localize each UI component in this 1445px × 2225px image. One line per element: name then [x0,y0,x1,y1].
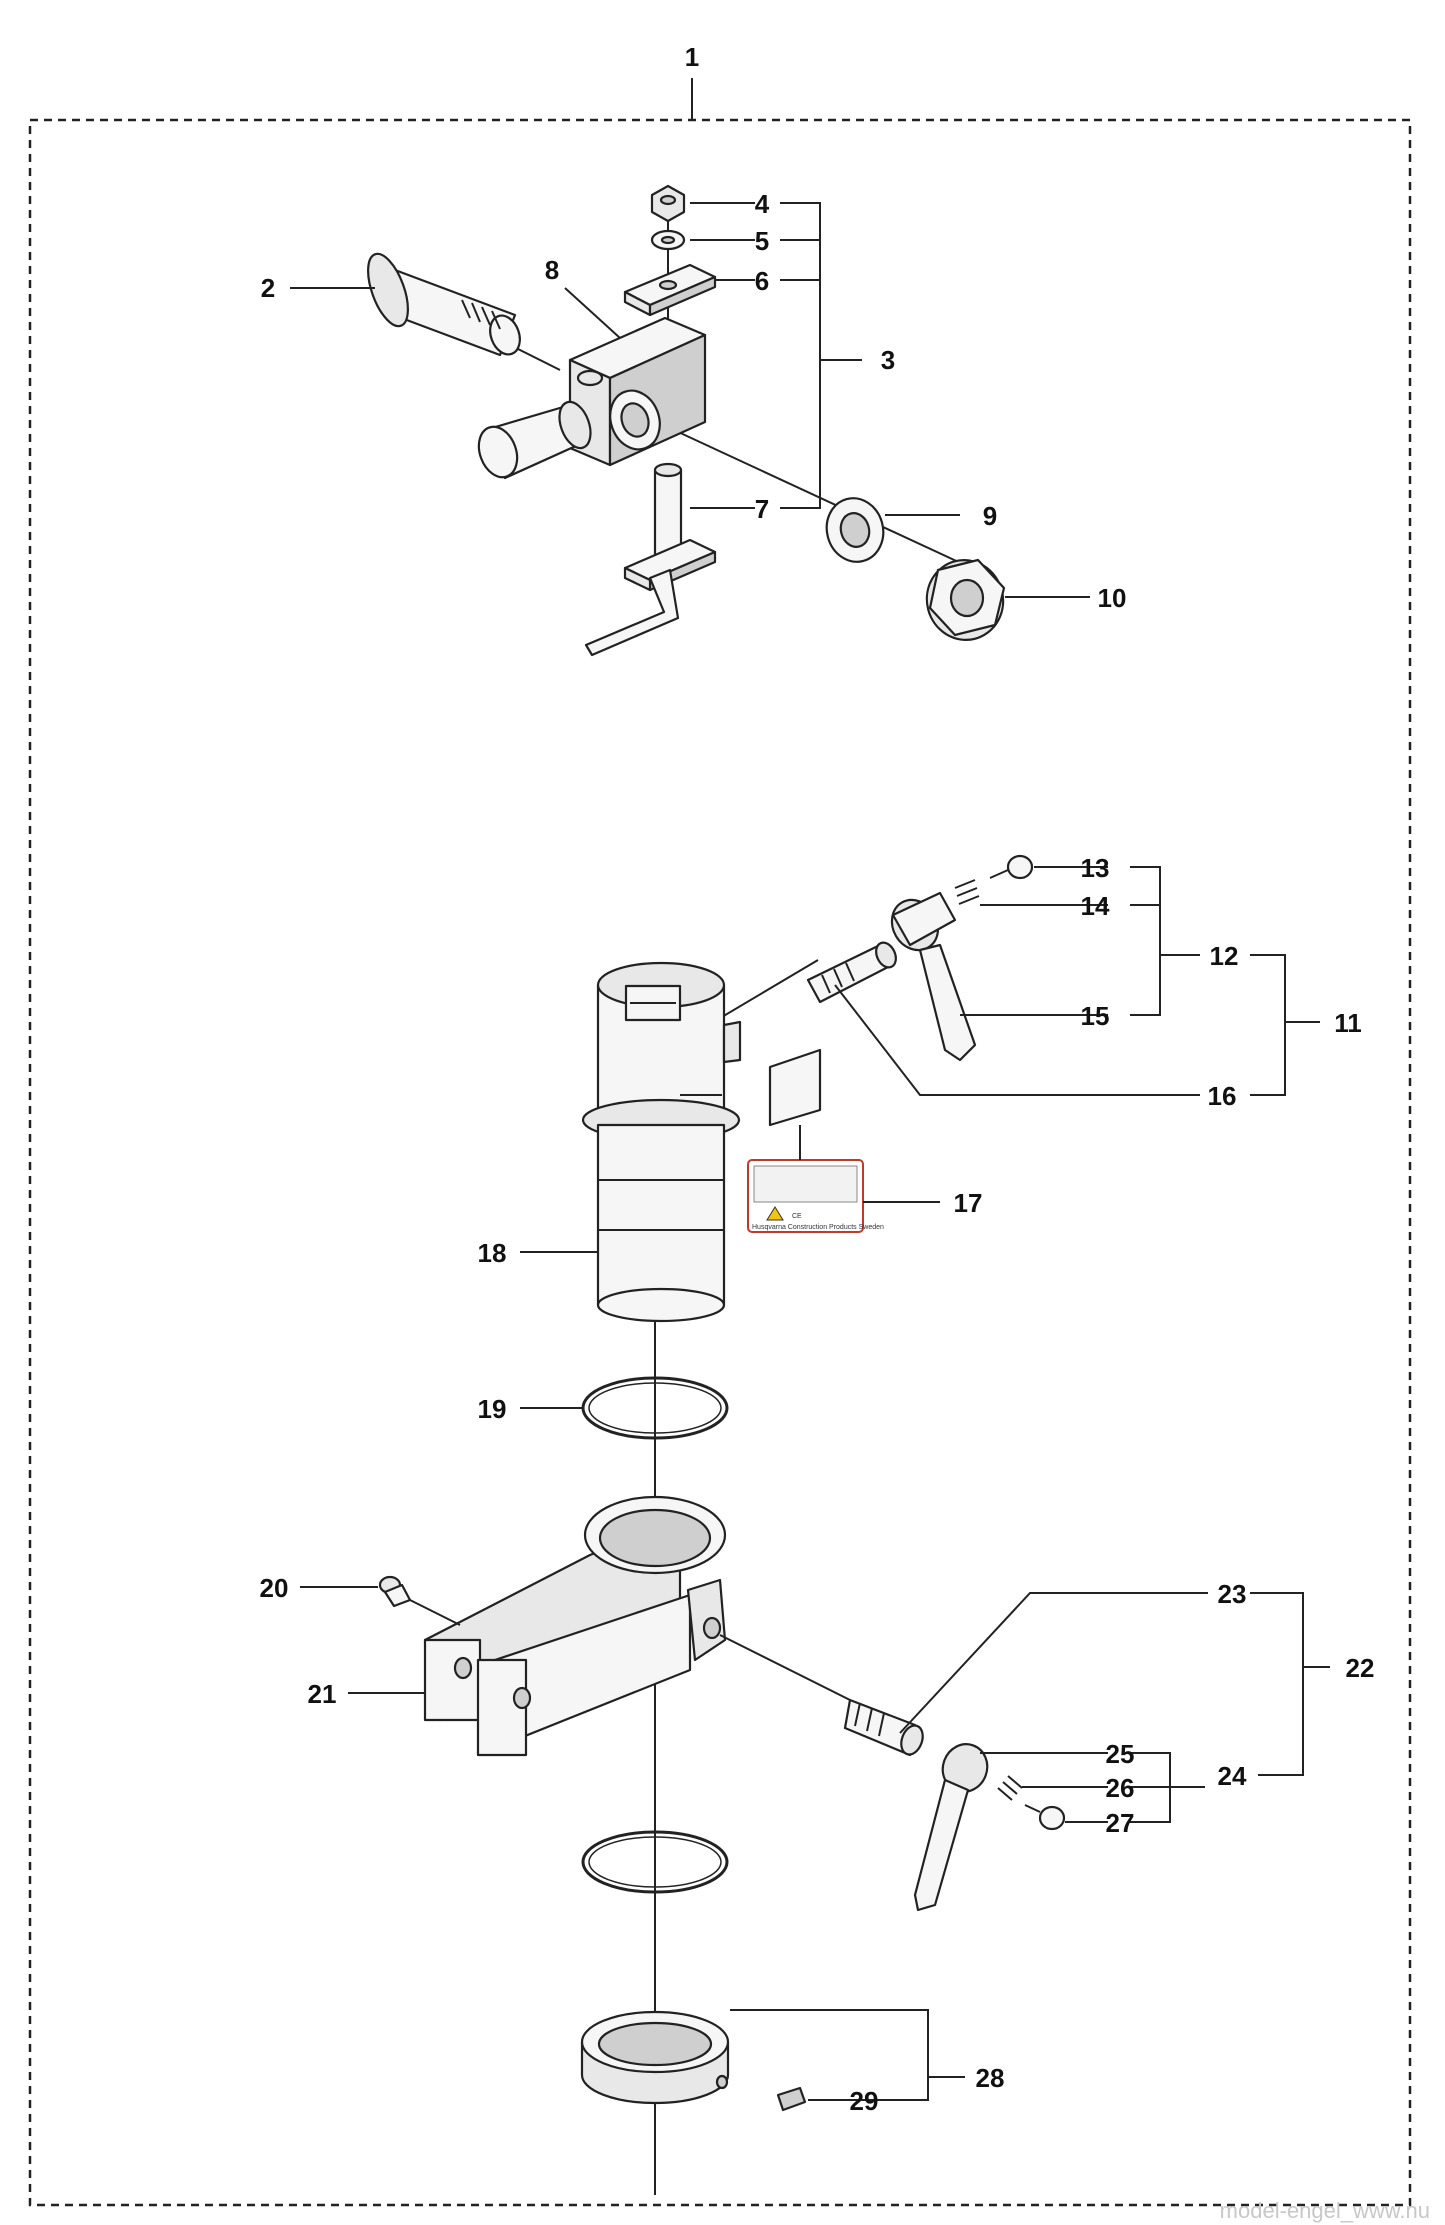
part-8-holder-block [477,316,707,480]
callout-17: 17 [954,1188,983,1218]
part-9-washer [825,497,885,563]
callout-5: 5 [755,226,769,256]
callout-3: 3 [881,345,895,375]
callout-6: 6 [755,266,769,296]
callout-7: 7 [755,494,769,524]
callout-22: 22 [1346,1653,1375,1683]
callout-1: 1 [685,42,699,72]
part-7-stud-and-key [584,462,717,657]
callout-19: 19 [478,1394,507,1424]
callout-23: 23 [1218,1579,1247,1609]
callout-25: 25 [1106,1739,1135,1769]
callout-16: 16 [1208,1081,1237,1111]
callout-20: 20 [260,1573,289,1603]
part-23-threaded-bolt [843,1698,924,1757]
callout-4: 4 [755,189,770,219]
part-20-screw [378,1575,461,1626]
part-16-threaded-bolt [806,941,897,1004]
part-15-lever [890,891,977,1062]
part-27-screw [1024,1804,1066,1831]
clamp-head-assembly: CE Husqvarna Construction Products Swede… [378,854,1066,2195]
part-21-bracket [423,1495,727,1757]
callout-15: 15 [1081,1001,1110,1031]
callout-27: 27 [1106,1808,1135,1838]
callout-13: 13 [1081,853,1110,883]
callout-8: 8 [545,255,559,285]
callout-10: 10 [1098,583,1127,613]
part-28-collar [580,2010,730,2105]
callout-11: 11 [1334,1008,1362,1038]
callout-29: 29 [850,2086,879,2116]
lower-o-ring [581,1830,729,1894]
part-26-spring [997,1775,1023,1801]
watermark: model-engel_www.nu [1220,2198,1430,2223]
part-4-nut [650,184,686,223]
callout-labels: 1 2 3 4 5 6 7 8 9 10 11 12 13 14 15 16 1… [260,42,1375,2116]
holder-assembly [367,184,1006,657]
callout-14: 14 [1081,891,1110,921]
part-14-spring [954,879,980,905]
part-10-flange-nut [925,558,1006,641]
callout-26: 26 [1106,1773,1135,1803]
callout-9: 9 [983,501,997,531]
decal-manufacturer: Husqvarna Construction Products Sweden [752,1224,884,1231]
part-17-warning-decal: CE Husqvarna Construction Products Swede… [747,1048,884,1233]
part-29-set-screw [776,2086,807,2112]
callout-18: 18 [478,1238,507,1268]
callout-21: 21 [308,1679,337,1709]
decal-ce-mark: CE [792,1213,802,1220]
callout-28: 28 [976,2063,1005,2093]
part-6-plate [623,263,717,317]
part-13-screw [989,854,1034,880]
callout-24: 24 [1218,1761,1247,1791]
callout-2: 2 [261,273,275,303]
part-2-bolt [367,252,521,357]
part-5-washer [650,229,686,251]
assembly-boundary [28,118,1412,2207]
part-25-lever [913,1743,989,1912]
callout-12: 12 [1210,941,1239,971]
leader-lines [290,202,1330,2101]
part-18-housing [581,961,742,1323]
